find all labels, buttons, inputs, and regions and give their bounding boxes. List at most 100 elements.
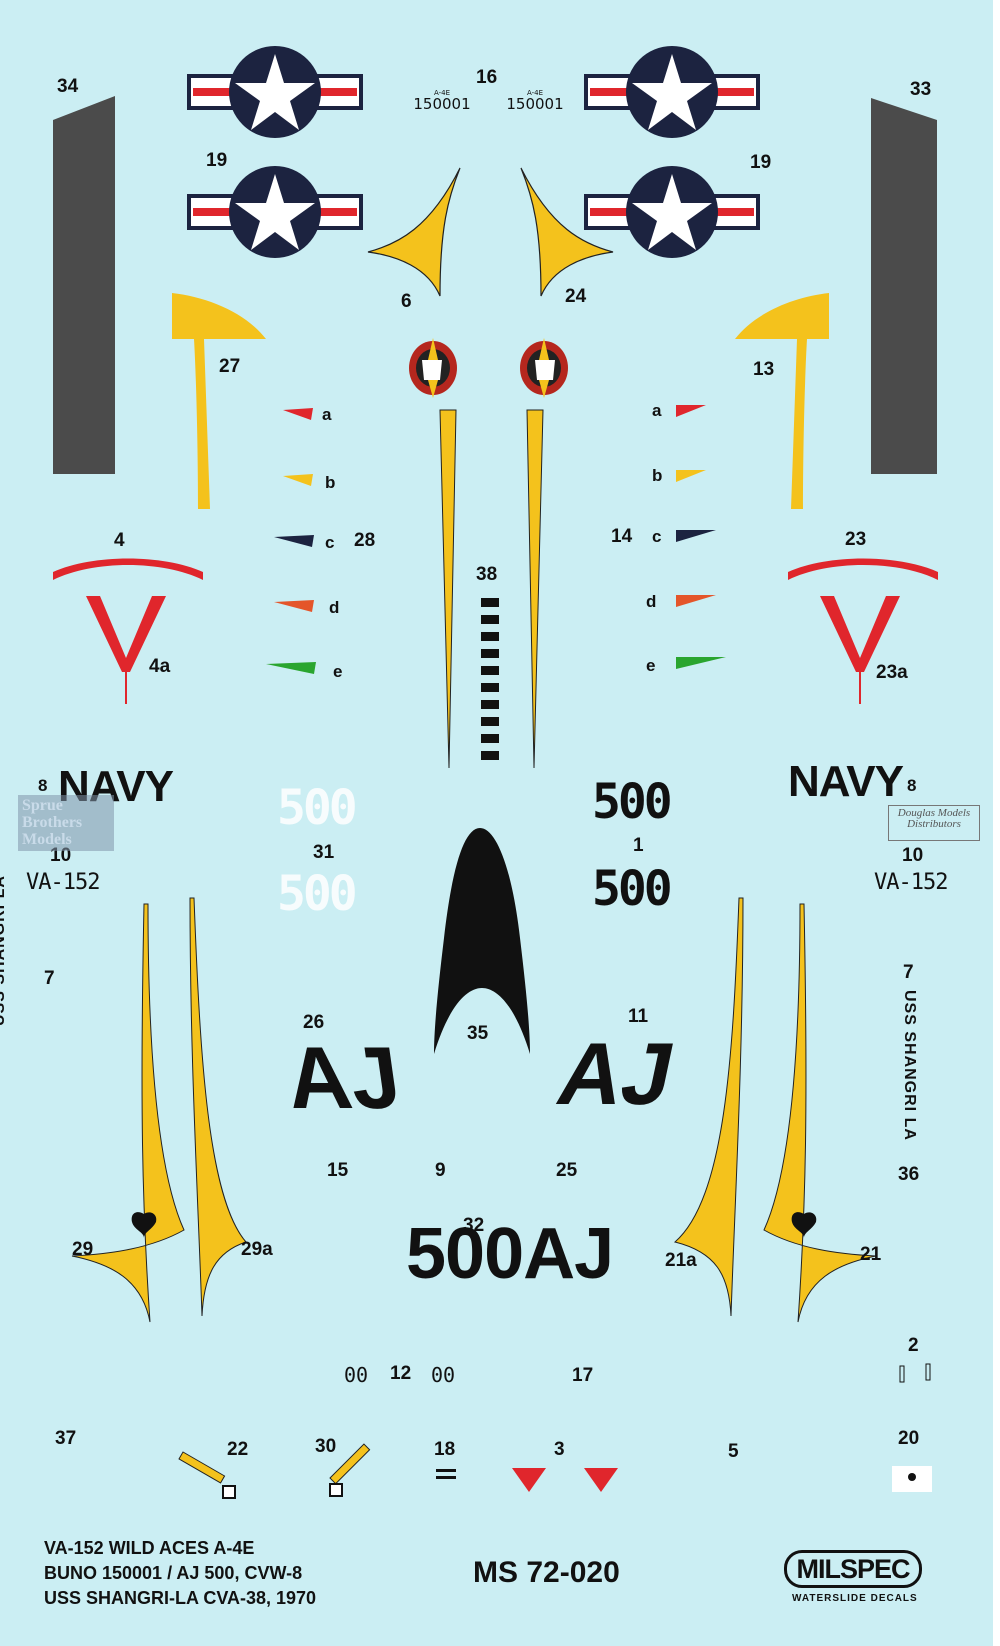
decal-number-35: 35 — [467, 1023, 489, 1044]
decal-number-25: 25 — [556, 1160, 578, 1181]
decal-letter-e: e — [646, 656, 656, 675]
buno-number: 150001 — [506, 95, 564, 113]
intake-red-arc — [788, 558, 938, 580]
swatch-orange — [676, 595, 716, 607]
ship-name-marking: USS SHANGRI LA — [0, 875, 8, 1026]
swatch-red — [283, 408, 313, 420]
decal-number-22: 22 — [227, 1439, 249, 1460]
decal-number-5: 5 — [728, 1441, 739, 1462]
decal-number-16: 16 — [476, 67, 498, 88]
pitot-arrow-decal — [329, 1443, 371, 1497]
swatch-yellow — [283, 474, 313, 486]
decal-number-34: 34 — [57, 76, 79, 97]
decal-number-3: 3 — [554, 1439, 565, 1460]
decal-number-12: 12 — [390, 1363, 412, 1384]
buno-number: 150001 — [413, 95, 471, 113]
buno-decal: A-4E 150001 — [505, 90, 565, 112]
pitot-arrow-decal — [178, 1451, 236, 1499]
decal-number-19: 19 — [750, 152, 772, 173]
intake-red-arc — [53, 558, 203, 580]
squadron-marking: VA-152 — [874, 870, 948, 895]
decal-number-23: 23 — [845, 529, 867, 550]
decal-number-13: 13 — [753, 359, 775, 380]
yellow-spear-stripe — [526, 409, 544, 769]
yellow-t-decal — [172, 293, 266, 509]
intake-warning-v-decal — [86, 596, 166, 704]
decal-letter-d: d — [646, 592, 657, 611]
milspec-tagline: WATERSLIDE DECALS — [792, 1593, 918, 1604]
buno-type-label: A-4E — [526, 89, 544, 97]
decal-number-15: 15 — [327, 1160, 349, 1181]
yellow-fuselage-flash — [763, 903, 877, 1323]
tail-code-marking: AJ — [279, 1028, 407, 1127]
decal-letter-b: b — [652, 466, 663, 485]
anti-glare-panel — [434, 828, 530, 1054]
douglas-models-watermark: Douglas Models Distributors — [888, 805, 980, 841]
caption-line-2: BUNO 150001 / AJ 500, CVW-8 — [44, 1563, 303, 1583]
buno-decal: A-4E 150001 — [412, 90, 472, 112]
yellow-fuselage-flash — [673, 897, 744, 1317]
stencil-placard — [436, 1469, 456, 1479]
decal-number-14: 14 — [611, 526, 633, 547]
star-insignia-icon — [584, 46, 760, 138]
decal-letter-e: e — [333, 662, 343, 681]
decal-number-7: 7 — [903, 962, 914, 983]
side-number-500-white: 500 — [277, 866, 358, 922]
squadron-emblem-icon — [409, 338, 457, 398]
decal-number-8: 8 — [907, 776, 917, 795]
national-roundel-icon — [892, 1466, 932, 1492]
decal-number-21: 21 — [860, 1244, 882, 1265]
decal-number-31: 31 — [313, 842, 335, 863]
decal-number-29a: 29a — [241, 1239, 273, 1260]
navy-marking: NAVY — [788, 757, 904, 806]
red-triangle-placard — [584, 1468, 618, 1492]
sheet-edge — [993, 0, 1000, 1646]
red-triangle-placard — [512, 1468, 546, 1492]
decal-number-24: 24 — [565, 286, 587, 307]
decal-number-4a: 4a — [149, 656, 171, 677]
side-number-500: 500 — [592, 774, 673, 830]
sheet-caption: VA-152 WILD ACES A-4E BUNO 150001 / AJ 5… — [44, 1536, 316, 1611]
caption-line-3: USS SHANGRI-LA CVA-38, 1970 — [44, 1588, 317, 1608]
swatch-green — [676, 657, 726, 669]
decal-number-9: 9 — [435, 1160, 446, 1181]
decal-number-17: 17 — [572, 1365, 594, 1386]
decal-number-37: 37 — [55, 1428, 77, 1449]
buno-type-label: A-4E — [433, 89, 451, 97]
squadron-marking: VA-152 — [26, 870, 100, 895]
sprue-brothers-watermark: Sprue Brothers Models — [18, 795, 114, 851]
yellow-spear-stripe — [439, 409, 457, 769]
ship-name-marking: USS SHANGRI LA — [901, 990, 918, 1141]
star-insignia-icon — [584, 166, 760, 258]
decal-number-6: 6 — [401, 291, 412, 312]
decal-number-10: 10 — [902, 845, 924, 866]
decal-number-19: 19 — [206, 150, 228, 171]
decal-letter-d: d — [329, 598, 340, 617]
milspec-logo: MILSPEC — [784, 1550, 922, 1588]
decal-letter-a: a — [652, 401, 662, 420]
decal-number-4: 4 — [114, 530, 125, 551]
decal-number-28: 28 — [354, 530, 376, 551]
swatch-yellow — [676, 470, 706, 482]
swatch-orange — [274, 600, 314, 612]
intake-warning-v-decal — [820, 596, 900, 704]
decal-letter-c: c — [325, 533, 335, 552]
swatch-navy — [676, 530, 716, 542]
product-code: MS 72-020 — [473, 1556, 620, 1589]
decal-number-23a: 23a — [876, 662, 908, 683]
decal-number-21a: 21a — [665, 1250, 697, 1271]
decal-number-11: 11 — [628, 1006, 649, 1027]
decal-number-29: 29 — [72, 1239, 94, 1260]
decal-number-2: 2 — [908, 1335, 919, 1356]
yellow-fuselage-flash — [71, 903, 185, 1323]
star-insignia-icon — [187, 46, 363, 138]
gray-walkway-decal — [53, 96, 115, 474]
yellow-t-decal — [735, 293, 829, 509]
star-insignia-icon — [187, 166, 363, 258]
tail-code-marking: AJ — [549, 1024, 684, 1123]
small-digits: 00 — [344, 1363, 369, 1387]
yellow-fin-flash — [520, 167, 614, 297]
fuselage-code-marking: 500AJ — [406, 1218, 614, 1290]
